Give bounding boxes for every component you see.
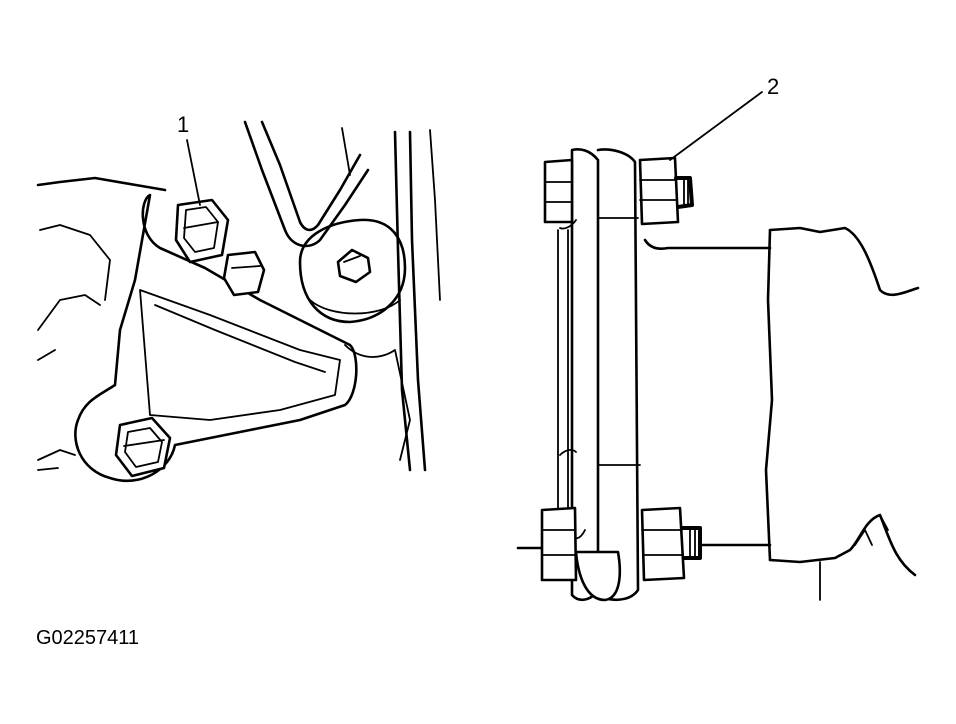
joint-link-upper xyxy=(643,238,772,251)
flange-joint-view xyxy=(516,91,920,602)
flange-seam-upper xyxy=(559,217,639,230)
bracket-rib-inner xyxy=(154,304,326,373)
hose-left-inner xyxy=(260,120,362,232)
bracket-nut-small xyxy=(222,250,266,297)
mount-base-curve xyxy=(344,344,411,461)
bracket-bolt-upper xyxy=(174,198,230,264)
component-body xyxy=(768,226,920,297)
hose-left xyxy=(243,120,370,248)
component-left-edge xyxy=(764,228,774,562)
engine-block-outline xyxy=(36,176,167,192)
callout-2-leader xyxy=(669,91,763,161)
engine-block-detail xyxy=(37,224,111,361)
pipe-right-2 xyxy=(408,130,427,472)
flange-bolt-upper xyxy=(543,156,694,226)
component-bottom-detail xyxy=(819,514,889,601)
flange-gap xyxy=(557,229,569,541)
engine-block-lower xyxy=(37,449,76,471)
mount-bracket xyxy=(74,193,358,483)
component-bottom xyxy=(768,513,917,577)
bracket-rib xyxy=(139,289,341,421)
figure-code: G02257411 xyxy=(36,627,140,649)
engine-mount-bracket-view xyxy=(36,120,441,483)
pipe-right-1 xyxy=(393,130,412,472)
callout-1-leader xyxy=(186,139,201,206)
bracket-bolt-lower xyxy=(114,416,172,478)
flange-plate-right xyxy=(596,148,640,601)
pipe-right-3 xyxy=(341,127,441,301)
callout-1-label: 1 xyxy=(177,112,190,137)
callout-2-label: 2 xyxy=(767,74,780,99)
flange-bolt-lower xyxy=(540,506,702,602)
engine-mount-insulator xyxy=(298,218,407,324)
